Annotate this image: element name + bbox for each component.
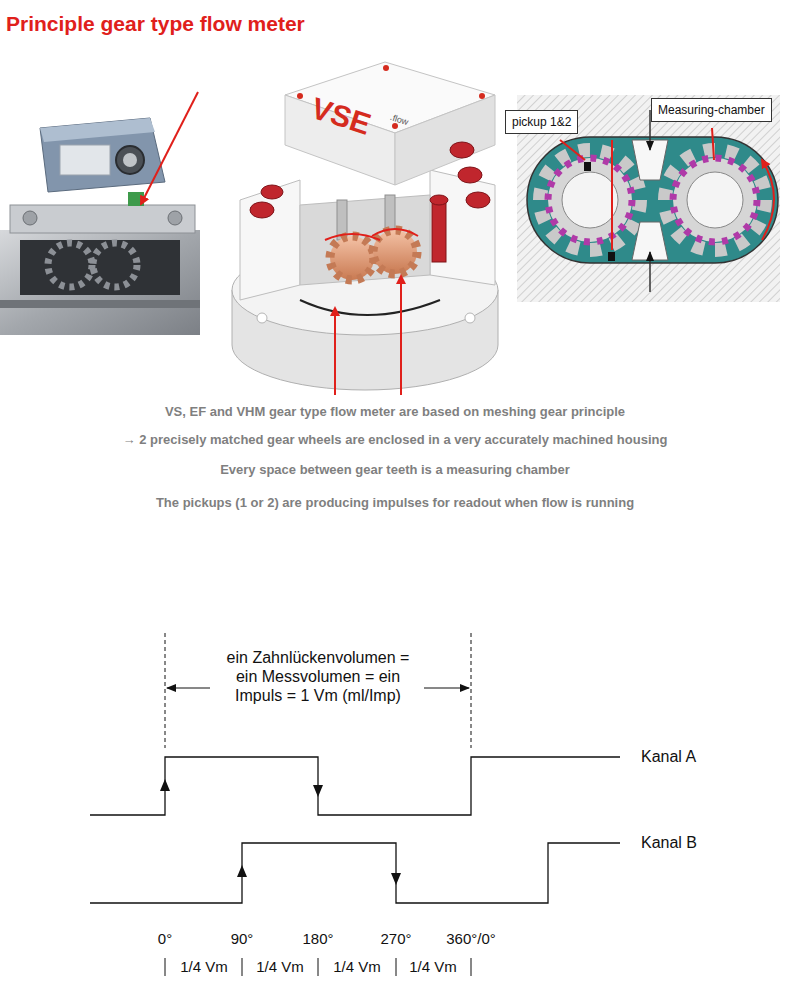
signal-name: Kanal A: [641, 747, 696, 766]
callout-text: pickup 1&2: [512, 115, 571, 129]
art-line: [471, 958, 472, 976]
art-line: [165, 958, 166, 976]
art-g: [165, 958, 471, 976]
art-circle: [116, 146, 144, 174]
art-polygon: [313, 785, 323, 797]
art-rect: [432, 200, 446, 262]
art-polygon: [391, 873, 401, 885]
art-circle: [673, 158, 757, 242]
phase-angle: 180°: [302, 930, 333, 948]
art-circle: [297, 93, 303, 99]
art-circle: [383, 65, 389, 71]
art-rect: [0, 300, 200, 308]
volume-note: ein Zahnlückenvolumen = ein Messvolumen …: [218, 648, 418, 706]
art-line: [396, 958, 397, 976]
art-rect: [584, 162, 591, 171]
art-path: [372, 229, 418, 236]
description-line: The pickups (1 or 2) are producing impul…: [156, 495, 634, 511]
volume-fraction: 1/4 Vm: [409, 958, 457, 976]
description-line: VS, EF and VHM gear type flow meter are …: [165, 404, 625, 420]
art-circle: [687, 172, 743, 228]
art-line: [242, 958, 243, 976]
art-polygon: [240, 180, 300, 300]
volume-fraction: 1/4 Vm: [256, 958, 304, 976]
art-circle: [540, 150, 640, 250]
phase-angle: 90°: [231, 930, 254, 948]
art-ellipse: [466, 192, 490, 208]
art-circle: [373, 230, 417, 274]
art-circle: [48, 243, 92, 287]
art-rect: [60, 145, 110, 175]
art-circle: [562, 172, 618, 228]
callout-box: Measuring-chamber: [651, 98, 772, 122]
art-line: [424, 688, 469, 689]
callout-box: pickup 1&2: [505, 110, 578, 134]
volume-fraction: 1/4 Vm: [333, 958, 381, 976]
art-circle: [23, 211, 37, 225]
art-polyline: [90, 757, 620, 815]
art-line: [560, 140, 585, 160]
art-g: [232, 62, 498, 395]
page-title: Principle gear type flow meter: [6, 12, 305, 36]
art-rect: [20, 240, 180, 295]
art-circle: [123, 153, 137, 167]
art-g: [90, 633, 620, 976]
art-ellipse: [250, 202, 274, 218]
art-line: [165, 633, 166, 748]
art-polygon: [40, 118, 165, 192]
art-line: [318, 958, 319, 976]
art-circle: [93, 243, 137, 287]
art-g: [250, 142, 490, 262]
art-polygon: [160, 779, 170, 791]
art-rect: [0, 230, 200, 335]
description-line: → 2 precisely matched gear wheels are en…: [123, 432, 668, 448]
art-ellipse: [450, 142, 474, 158]
art-circle: [548, 158, 632, 242]
volume-fraction: 1/4 Vm: [180, 958, 228, 976]
art-circle: [257, 313, 267, 323]
art-polygon: [40, 118, 155, 142]
art-line: [712, 128, 714, 160]
callout-text: Measuring-chamber: [658, 103, 765, 117]
art-path: [325, 234, 380, 240]
phase-angle: 270°: [380, 930, 411, 948]
art-polygon: [430, 170, 495, 285]
art-line: [400, 276, 402, 395]
art-line: [141, 92, 198, 204]
art-line: [471, 633, 472, 748]
art-ellipse: [458, 167, 482, 183]
art-circle: [665, 150, 765, 250]
art-ellipse: [261, 185, 283, 199]
art-line: [649, 252, 651, 292]
art-line: [167, 688, 210, 689]
art-rect: [10, 205, 195, 233]
art-polygon: [395, 95, 495, 185]
art-g: [0, 92, 200, 335]
art-circle: [465, 313, 475, 323]
description-line: Every space between gear teeth is a meas…: [220, 462, 570, 478]
art-circle: [330, 236, 374, 280]
art-path: [762, 160, 774, 240]
art-line: [611, 140, 613, 250]
art-rect: [608, 252, 615, 261]
art-polygon: [237, 865, 247, 877]
art-ellipse: [430, 195, 448, 205]
art-polyline: [90, 843, 620, 903]
phase-angle: 360°/0°: [446, 930, 496, 948]
art-polygon: [300, 195, 430, 285]
art-circle: [168, 211, 182, 225]
art-circle: [479, 93, 485, 99]
art-path: [300, 300, 440, 315]
art-line: [334, 308, 336, 395]
signal-name: Kanal B: [641, 833, 697, 852]
art-path: [527, 137, 778, 263]
phase-angle: 0°: [158, 930, 172, 948]
